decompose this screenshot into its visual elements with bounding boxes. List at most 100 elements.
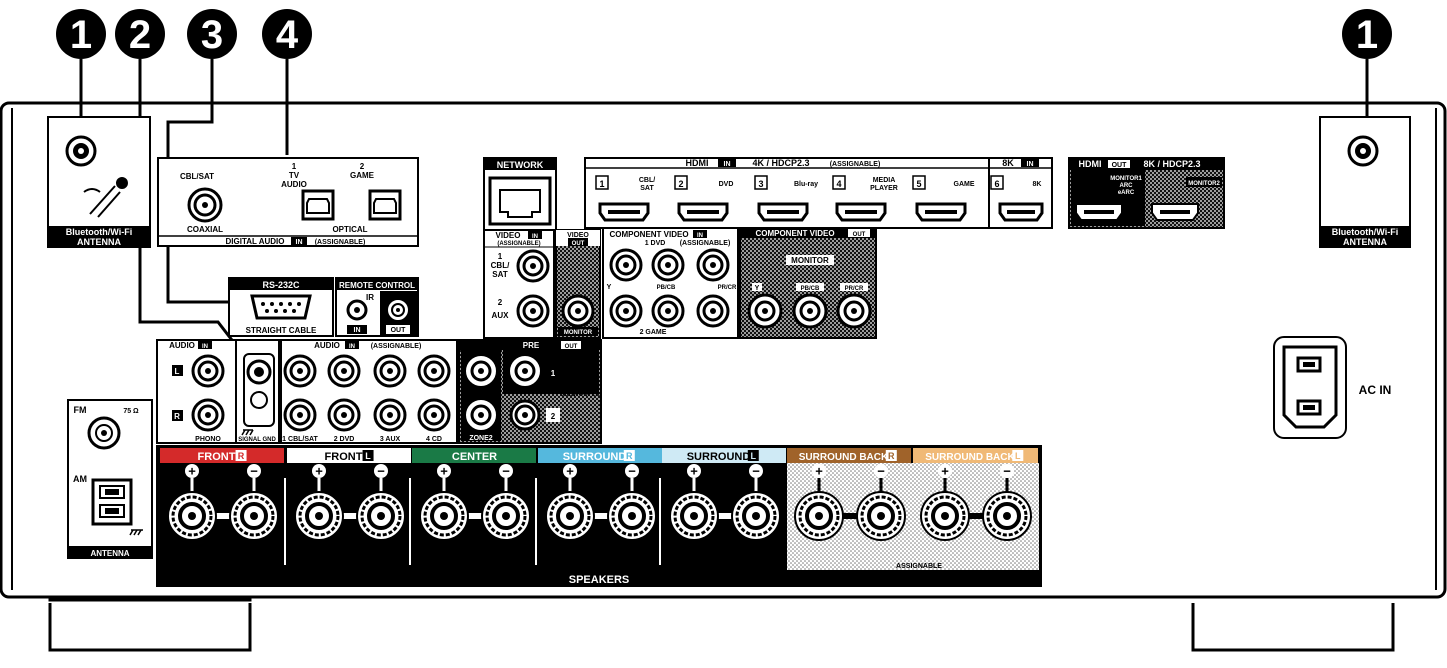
callout-1-right: 1: [1342, 9, 1392, 138]
svg-text:AUDIO: AUDIO: [169, 341, 195, 350]
svg-text:(ASSIGNABLE): (ASSIGNABLE): [315, 239, 366, 246]
speaker-channel-name: SURROUND: [687, 451, 751, 463]
speaker-channel-badge: L: [365, 451, 371, 461]
svg-text:1: 1: [292, 162, 297, 171]
svg-text:MONITOR: MONITOR: [564, 330, 593, 336]
tuner-section: FM 75 Ω AM ANTENNA: [67, 399, 153, 559]
component-out-jack-1: [792, 293, 828, 329]
svg-text:AUX: AUX: [492, 311, 510, 320]
svg-text:IN: IN: [532, 234, 538, 240]
hdmi-out-monitor1: [1075, 203, 1123, 221]
callout-3: 3: [187, 9, 237, 59]
polarity-sign: −: [877, 464, 885, 479]
svg-text:ZONE2: ZONE2: [469, 435, 492, 442]
svg-text:PRE: PRE: [523, 341, 540, 350]
hdmi-port-label: GAME: [954, 181, 975, 188]
callout-2: 2: [115, 9, 165, 59]
digital-audio-section: CBL/SAT COAXIAL 1 TV AUDIO 2 GAME OPTICA…: [157, 157, 419, 247]
callout-4: 4: [262, 9, 312, 155]
svg-text:AC IN: AC IN: [1359, 383, 1392, 397]
svg-text:Bluetooth/Wi-Fi: Bluetooth/Wi-Fi: [66, 227, 132, 237]
svg-text:8K: 8K: [1002, 158, 1014, 168]
speaker-terminals-6: +−: [920, 464, 1032, 541]
speaker-terminals-0: +−: [167, 464, 279, 541]
phono-jack-l: [191, 354, 225, 388]
svg-text:Bluetooth/Wi-Fi: Bluetooth/Wi-Fi: [1332, 227, 1398, 237]
speaker-channel-badge: R: [238, 451, 245, 461]
polarity-sign: +: [690, 464, 698, 479]
video-in-section: VIDEO IN (ASSIGNABLE) 1 CBL/ SAT 2 AUX: [483, 229, 555, 339]
svg-text:PB/CB: PB/CB: [801, 286, 820, 292]
hdmi-port-label: Blu-ray: [794, 181, 818, 188]
leader-line-3: [166, 59, 230, 304]
svg-text:8K: 8K: [1033, 181, 1042, 188]
pre-out-section: PRE OUT 1 SUBWOOFER 2 ZONE2: [458, 339, 602, 444]
svg-text:COMPONENT VIDEO: COMPONENT VIDEO: [609, 230, 688, 239]
audio-in-label: 3 AUX: [380, 436, 401, 443]
svg-text:COAXIAL: COAXIAL: [187, 225, 223, 234]
component-in-1-jack-1: [651, 248, 685, 282]
audio-in-jack-l-4: [417, 354, 451, 388]
remote-control-section: REMOTE CONTROL IR IN OUT: [335, 277, 419, 337]
svg-text:ANTENNA: ANTENNA: [77, 237, 121, 247]
svg-text:HDMI: HDMI: [1079, 159, 1102, 169]
svg-text:FM: FM: [74, 405, 87, 415]
subwoofer-2-jack: [509, 399, 541, 431]
speaker-terminals-2: +−: [409, 464, 531, 565]
hdmi-port-number: 3: [758, 179, 763, 189]
hdmi-port-6: [998, 202, 1044, 222]
svg-text:IN: IN: [349, 344, 355, 350]
svg-text:Y: Y: [755, 285, 760, 292]
svg-text:IN: IN: [1027, 161, 1034, 168]
ac-in-section: AC IN: [1273, 336, 1392, 439]
svg-text:COMPONENT VIDEO: COMPONENT VIDEO: [755, 229, 834, 238]
svg-text:DIGITAL AUDIO: DIGITAL AUDIO: [226, 237, 285, 246]
speaker-channel-name: FRONT: [325, 451, 363, 463]
hdmi-out-monitor2: [1151, 203, 1199, 221]
svg-text:L: L: [175, 367, 180, 376]
polarity-sign: −: [250, 464, 258, 479]
svg-text:PR/CR: PR/CR: [718, 285, 737, 291]
svg-text:CBL/: CBL/: [491, 261, 510, 270]
polarity-sign: −: [752, 464, 760, 479]
speaker-header-2: CENTER: [412, 448, 536, 463]
svg-text:1: 1: [551, 369, 556, 378]
optical-port-2: [368, 189, 402, 221]
polarity-sign: +: [941, 464, 949, 479]
svg-text:1: 1: [70, 13, 92, 57]
svg-text:OUT: OUT: [1112, 162, 1128, 169]
svg-text:2 GAME: 2 GAME: [640, 329, 667, 336]
video-in-jack-1: [516, 249, 550, 283]
svg-text:OUT: OUT: [391, 327, 407, 334]
polarity-sign: −: [377, 464, 385, 479]
svg-text:OPTICAL: OPTICAL: [332, 225, 367, 234]
component-in-2-jack-1: [651, 294, 685, 328]
hdmi-port-label: DVD: [719, 181, 734, 188]
phono-jack-r: [191, 398, 225, 432]
svg-text:VIDEO: VIDEO: [567, 232, 589, 239]
subwoofer-1-jack: [510, 356, 540, 386]
coaxial-jack: [187, 187, 223, 223]
svg-text:SAT: SAT: [492, 270, 508, 279]
phono-section: AUDIO IN L R PHONO SIGNAL GND: [156, 339, 280, 444]
polarity-sign: +: [815, 464, 823, 479]
svg-text:OUT: OUT: [572, 241, 585, 247]
svg-text:MONITOR2: MONITOR2: [1188, 181, 1220, 187]
svg-text:VIDEO: VIDEO: [496, 231, 521, 240]
network-section: NETWORK: [483, 157, 557, 231]
video-out-section: VIDEO OUT MONITOR: [555, 229, 601, 339]
svg-text:eARC: eARC: [1118, 190, 1135, 196]
audio-in-jack-r-2: [327, 398, 361, 432]
speaker-channel-name: CENTER: [452, 451, 497, 463]
speaker-terminals-4: +−: [659, 464, 781, 565]
hdmi-8k-in-section: 8K IN 6 8K: [988, 157, 1053, 229]
speaker-channel-name: SURROUND: [563, 451, 627, 463]
fm-jack: [87, 416, 121, 450]
